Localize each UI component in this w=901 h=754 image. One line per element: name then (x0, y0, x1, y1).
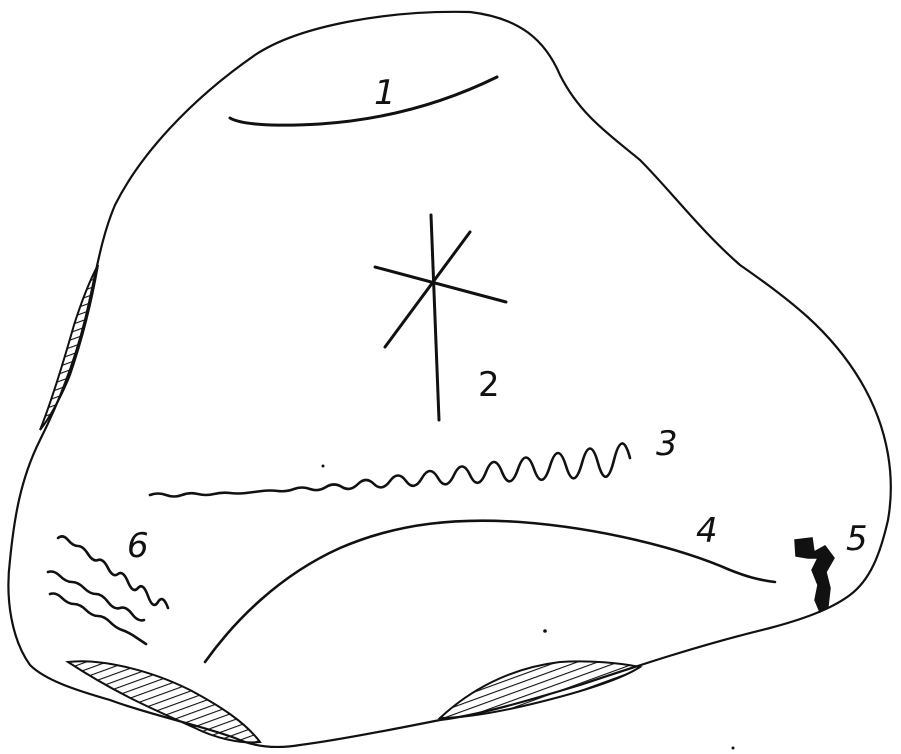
label-6: 6 (127, 526, 149, 566)
label-1: 1 (374, 73, 396, 113)
mark-4-arc (205, 521, 775, 662)
stray-dot (732, 747, 735, 750)
hatched-area-bottom-center (440, 661, 640, 718)
label-5: 5 (846, 519, 868, 559)
hatched-area-bottom-left (68, 661, 260, 742)
mark-6-wavy-strokes (48, 536, 168, 644)
stray-dot (322, 465, 325, 468)
hatched-area-left (40, 265, 98, 430)
label-2: 2 (478, 365, 500, 405)
mark-5-hook (795, 538, 834, 612)
stray-dot (543, 629, 547, 633)
mark-1-arc (230, 77, 497, 125)
label-4: 4 (696, 511, 718, 551)
mark-3-wavy-line (150, 443, 630, 496)
stone-outline (8, 12, 890, 747)
label-3: 3 (656, 424, 678, 464)
